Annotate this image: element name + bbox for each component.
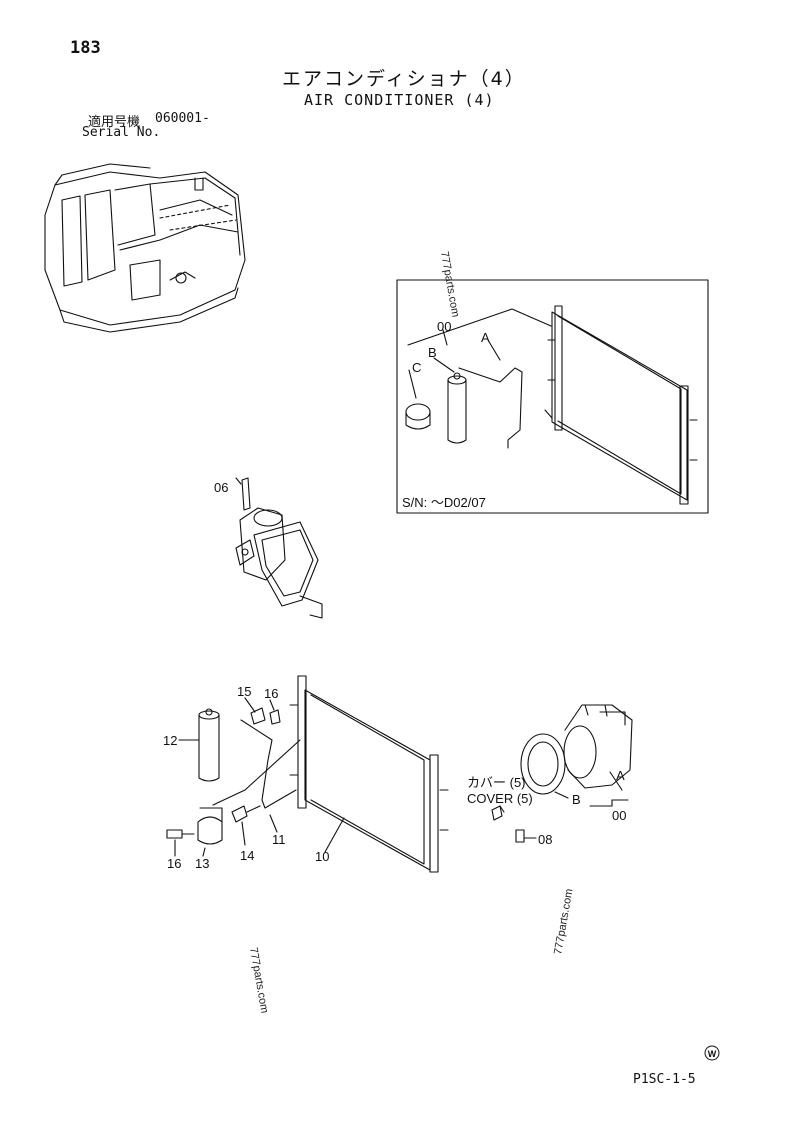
inset-compressor-pulley [405, 403, 431, 430]
inset-callout-a: A [481, 330, 490, 345]
svg-text:W: W [708, 1049, 717, 1059]
cover-label-english: COVER (5) [467, 791, 533, 806]
inset-callout-leaders [408, 329, 501, 399]
inset-lines [407, 308, 553, 449]
bolt-15-16 [244, 697, 281, 725]
inset-box [396, 279, 709, 514]
blower-assembly [235, 477, 323, 619]
cover-5 [491, 805, 505, 821]
callout-08: 08 [538, 832, 552, 847]
receiver-drier-12 [178, 708, 220, 782]
inset-sn-label: S/N: ～D02/07 [402, 495, 486, 510]
condenser-10 [289, 675, 449, 873]
inset-callout-c: C [412, 360, 421, 375]
watermark: 777parts.com [247, 946, 270, 1014]
inset-condenser [547, 305, 698, 505]
watermark: 777parts.com [552, 888, 575, 956]
excavator-illustration [44, 163, 246, 333]
inset-callout-b: B [428, 345, 437, 360]
title-english: AIR CONDITIONER (4) [304, 91, 495, 109]
callout-14: 14 [240, 848, 254, 863]
callout-10: 10 [315, 849, 329, 864]
page-number: 183 [70, 38, 101, 58]
callout-00: 00 [612, 808, 626, 823]
serial-label-japanese: 適用号機 [88, 115, 141, 130]
callout-12: 12 [163, 733, 177, 748]
serial-label-english: Serial No. [82, 125, 161, 140]
callout-11: 11 [272, 832, 286, 847]
cover-label-japanese: カバー (5) [467, 775, 526, 790]
callout-06: 06 [214, 480, 228, 495]
part-08 [515, 829, 537, 843]
bracket-13 [197, 807, 223, 857]
bolt-16-lower [166, 829, 195, 857]
callout-b: B [572, 792, 581, 807]
callout-15: 15 [237, 684, 251, 699]
w-logo-icon: W [704, 1045, 720, 1061]
bolt-14 [231, 805, 261, 846]
inset-callout-00: 00 [437, 319, 451, 334]
callout-16-upper: 16 [264, 686, 278, 701]
title-japanese: エアコンディショナ（4） [282, 68, 526, 90]
inset-receiver [447, 372, 467, 444]
pipe-11 [212, 719, 301, 833]
callout-16-lower: 16 [167, 856, 181, 871]
watermark: 777parts.com [438, 250, 461, 318]
callout-a: A [616, 768, 625, 783]
serial-value: 060001- [155, 111, 210, 126]
callout-13: 13 [195, 856, 209, 871]
compressor-00 [520, 704, 633, 807]
footer-page-code: P1SC-1-5 [633, 1072, 696, 1087]
